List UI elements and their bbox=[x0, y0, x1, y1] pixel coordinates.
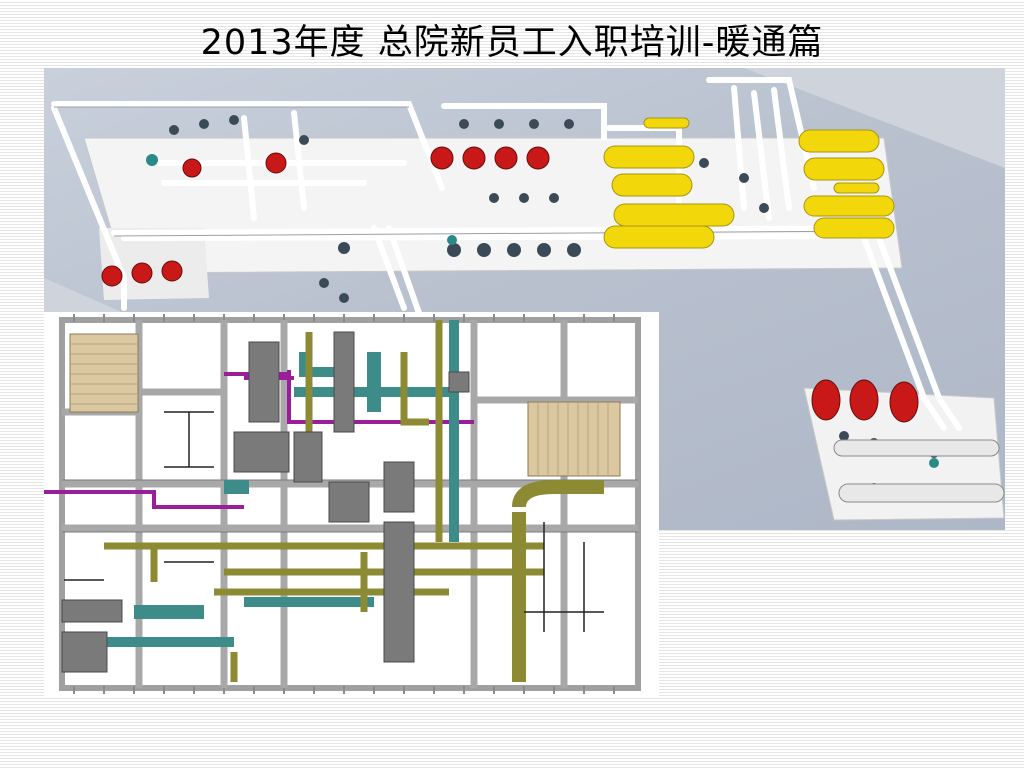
slide-title: 2013年度 总院新员工入职培训-暖通篇 bbox=[200, 23, 824, 63]
hvac-duct-floor-plan-icon bbox=[44, 314, 641, 694]
hvac-pipe-3d-model-icon bbox=[44, 68, 1005, 521]
hvac-duct-floor-plan-figure bbox=[44, 312, 659, 696]
